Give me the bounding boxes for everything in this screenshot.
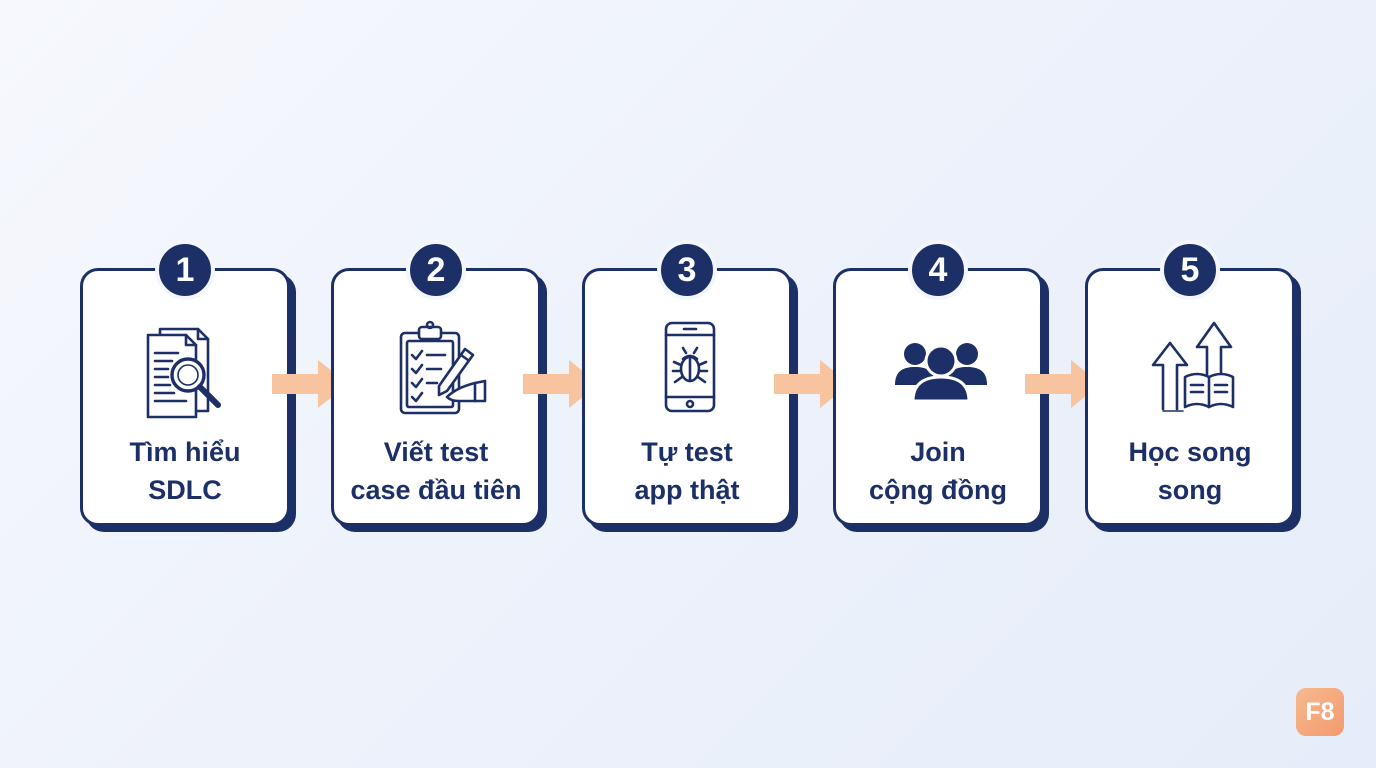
step-label: Join cộng đồng xyxy=(842,433,1034,509)
step-label: Tự test app thật xyxy=(591,433,783,509)
step-number-badge: 4 xyxy=(908,240,968,300)
step-card: Học song song xyxy=(1085,268,1295,526)
step-5: Học song song 5 xyxy=(1085,240,1301,532)
arrow-right-icon xyxy=(774,358,850,410)
growth-arrows-book-icon xyxy=(1143,319,1243,419)
step-card: Join cộng đồng xyxy=(833,268,1043,526)
step-number-badge: 1 xyxy=(155,240,215,300)
step-label-line: Tìm hiểu xyxy=(129,437,241,467)
step-label-line: song xyxy=(1157,475,1223,505)
step-label-line: Viết test xyxy=(383,437,489,467)
step-label-line: app thật xyxy=(634,475,740,505)
arrow-right-icon xyxy=(523,358,599,410)
step-label-line: Join xyxy=(910,437,966,467)
clipboard-checklist-pen-icon xyxy=(389,319,489,419)
step-number-badge: 3 xyxy=(657,240,717,300)
step-card: Viết test case đầu tiên xyxy=(331,268,541,526)
step-label-line: Tự test xyxy=(641,437,733,467)
step-3: Tự test app thật 3 xyxy=(582,240,798,532)
step-card: Tìm hiểu SDLC xyxy=(80,268,290,526)
arrow-right-icon xyxy=(272,358,348,410)
step-2: Viết test case đầu tiên 2 xyxy=(331,240,547,532)
step-label: Tìm hiểu SDLC xyxy=(89,433,281,509)
document-search-icon xyxy=(138,319,238,419)
people-group-icon xyxy=(891,319,991,419)
step-label: Viết test case đầu tiên xyxy=(340,433,532,509)
step-1: Tìm hiểu SDLC 1 xyxy=(80,240,296,532)
step-label-line: Học song xyxy=(1128,437,1252,467)
phone-bug-icon xyxy=(640,319,740,419)
step-number-badge: 5 xyxy=(1160,240,1220,300)
step-number-badge: 2 xyxy=(406,240,466,300)
step-label-line: SDLC xyxy=(148,475,222,505)
step-label-line: case đầu tiên xyxy=(350,475,522,505)
step-label-line: cộng đồng xyxy=(869,475,1007,505)
step-4: Join cộng đồng 4 xyxy=(833,240,1049,532)
step-card: Tự test app thật xyxy=(582,268,792,526)
arrow-right-icon xyxy=(1025,358,1101,410)
f8-logo: F8 xyxy=(1296,688,1344,736)
step-label: Học song song xyxy=(1094,433,1286,509)
